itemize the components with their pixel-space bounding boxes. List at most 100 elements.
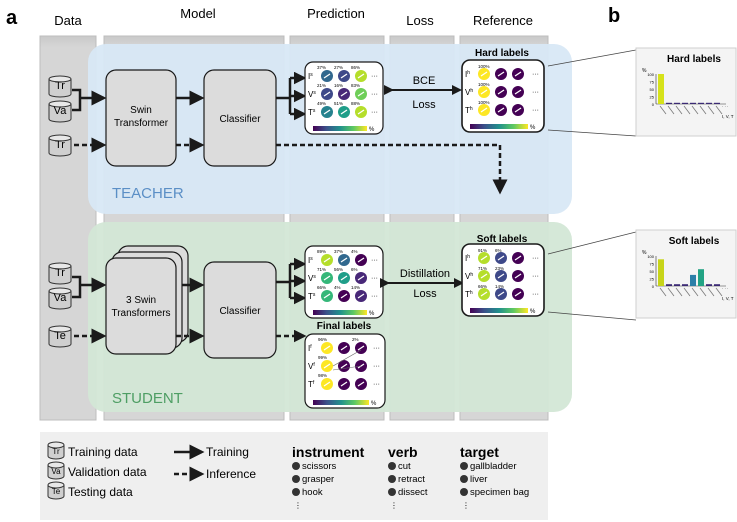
grid-percent: 71% (317, 267, 326, 272)
grid-percent: 16% (334, 83, 343, 88)
target-item: specimen bag (470, 487, 529, 498)
row-label: Vh (465, 272, 473, 281)
grid-cell-glyph (357, 381, 365, 387)
grid-more: ··· (371, 73, 378, 80)
grid-cell-glyph (357, 109, 365, 115)
inset-xtick (659, 105, 667, 115)
grid-more: ··· (532, 273, 539, 280)
grid-more: ··· (373, 381, 380, 388)
grid-cell-glyph (323, 91, 331, 97)
teacher-cyl-tr2-label: Tr (55, 139, 65, 151)
inset-bar (674, 284, 680, 286)
column-header-loss: Loss (406, 13, 434, 28)
grid-percent: 100% (478, 64, 490, 69)
student-loss-label-2: Loss (413, 288, 437, 300)
verb-item: cut (398, 461, 411, 472)
inset-xtick (675, 287, 683, 297)
inset-xlabel: I, V, T (722, 296, 734, 301)
target-item: gallbladder (470, 461, 516, 472)
row-label: Vs (308, 274, 316, 283)
inset-xtick (667, 287, 675, 297)
grid-cell-glyph (357, 293, 365, 299)
student-ref-title: Soft labels (477, 234, 528, 245)
target-icon (460, 475, 468, 483)
grid-percent: 27% (334, 65, 343, 70)
grid-percent: 56% (334, 267, 343, 272)
legend-training-data: Training data (68, 445, 138, 459)
cylinder-top (47, 441, 65, 449)
teacher-swin-label-2: Transformer (114, 118, 169, 129)
legend-cylinders (47, 441, 65, 500)
row-label: Ih (465, 70, 470, 79)
grid-percent: 6% (351, 267, 358, 272)
inset-ytick: 0 (652, 102, 655, 107)
teacher-training-data-cylinder (48, 75, 72, 98)
grid-cell-glyph (323, 275, 331, 281)
inset-xtick (683, 105, 691, 115)
teacher-swin-label-1: Swin (130, 105, 152, 116)
student-loss-label-1: Distillation (400, 268, 450, 280)
colorbar-label: % (369, 127, 375, 133)
colorbar-label: % (371, 401, 377, 407)
grid-more: ··· (532, 71, 539, 78)
grid-cell-glyph (497, 107, 505, 113)
inset-bar (698, 102, 704, 104)
grid-percent: 100% (478, 82, 490, 87)
grid-cell-glyph (514, 71, 522, 77)
student-validation-data-cylinder (48, 287, 72, 310)
legend-target-title: target (460, 444, 499, 460)
colorbar (470, 308, 528, 313)
legend-cyl-te: Te (52, 487, 61, 496)
legend-cyl-tr: Tr (52, 447, 60, 456)
grid-cell-glyph (480, 291, 488, 297)
row-label: Ih (465, 254, 470, 263)
inset-xtick (715, 105, 723, 115)
inset-more: · · · (722, 104, 728, 109)
teacher-swin-transformer (105, 69, 177, 167)
grid-cell-glyph (323, 73, 331, 79)
grid-percent: 4% (351, 249, 358, 254)
grid-cell-glyph (480, 71, 488, 77)
inset-bar (658, 74, 664, 104)
student-swin-label-2: Transformers (111, 308, 170, 319)
target-icon (460, 462, 468, 470)
inset-ytick: 25 (650, 95, 655, 100)
teacher-reference-grid: Ih···Vh···Th···100%100%100%% (461, 59, 545, 133)
student-final-title: Final labels (317, 321, 372, 332)
grid-percent: 88% (351, 101, 360, 106)
student-classifier-label: Classifier (219, 306, 261, 317)
legend-items: scissorsgrasperhook⋮cutretractdissect⋮ga… (292, 461, 529, 510)
student-cyl-te-label: Te (54, 330, 66, 342)
inset-ytick: 25 (650, 277, 655, 282)
grid-cell-glyph (357, 91, 365, 97)
inset-bar (690, 102, 696, 104)
student-train-bracket (72, 275, 82, 285)
instrument-icon (292, 475, 300, 483)
grid-more: ··· (532, 291, 539, 298)
cylinder-body (48, 266, 72, 285)
grid-percent: 66% (478, 284, 487, 289)
student-cyl-va-label: Va (54, 292, 68, 304)
inset-ylabel: % (642, 250, 647, 256)
teacher-cyl-va-label: Va (54, 105, 68, 117)
inset-bar (682, 102, 688, 104)
grid-cell-glyph (340, 293, 348, 299)
cylinder-top (48, 325, 72, 333)
grid-cell-glyph (357, 345, 365, 351)
inset-bar (666, 102, 672, 104)
inset-xtick (715, 287, 723, 297)
grid-cell-glyph (340, 275, 348, 281)
grid-cell-glyph (357, 275, 365, 281)
grid-cell-glyph (514, 273, 522, 279)
inset-bar (674, 102, 680, 104)
teacher-train-bracket (72, 88, 82, 98)
grid-cell-glyph (514, 107, 522, 113)
teacher-label: TEACHER (112, 185, 184, 202)
row-label: Is (308, 72, 313, 81)
instrument-icon (292, 488, 300, 496)
grid-percent: 37% (317, 65, 326, 70)
grid-more: ··· (373, 363, 380, 370)
inset-bar (706, 284, 712, 286)
